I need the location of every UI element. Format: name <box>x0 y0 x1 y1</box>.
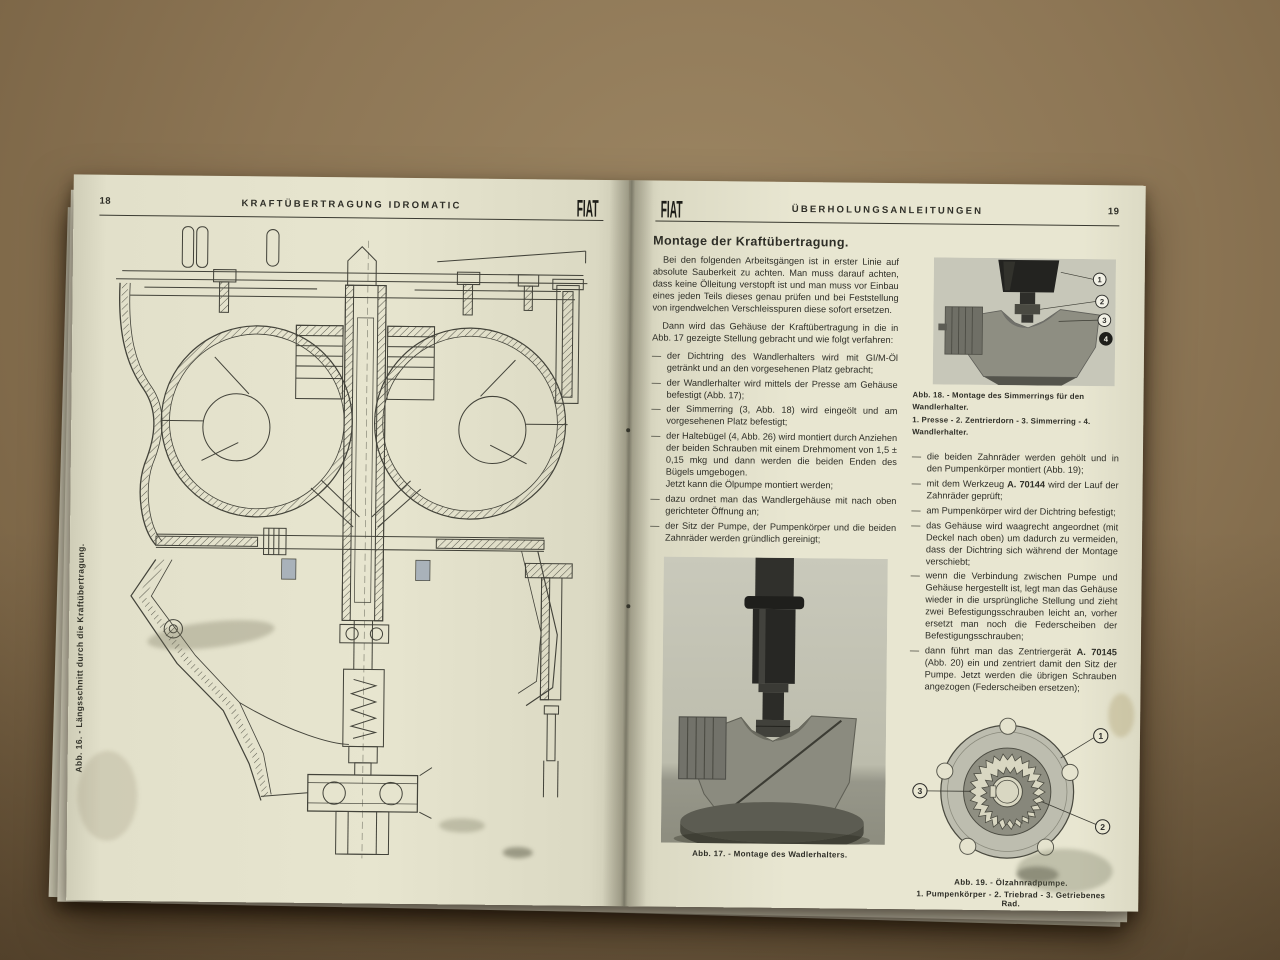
dash-marker: — <box>910 570 920 581</box>
dash-marker: — <box>909 645 920 656</box>
callout-2-icon <box>1094 819 1110 835</box>
svg-text:1: 1 <box>1098 275 1103 284</box>
right-page: FIAT ÜBERHOLUNGSANLEITUNGEN 19 Montage d… <box>622 180 1146 912</box>
left-page-header: 18 KRAFTÜBERTRAGUNG IDROMATIC FIAT <box>99 192 604 224</box>
list-item: — die beiden Zahnräder werden gehölt und… <box>911 451 1119 475</box>
dash-marker: — <box>911 477 921 489</box>
dash-marker: — <box>651 350 662 361</box>
fig16-cross-section-drawing <box>116 226 588 859</box>
list-item: — wenn die Verbindung zwischen Pumpe und… <box>910 570 1118 642</box>
svg-text:1: 1 <box>1098 731 1103 741</box>
section-title: Montage der Kraftübertragung. <box>653 233 849 250</box>
text-column-right: 1 2 3 4 Abb. 18. - Montage des Simmerrin… <box>907 257 1121 909</box>
right-page-header: FIAT ÜBERHOLUNGSANLEITUNGEN 19 <box>655 197 1120 227</box>
list-item: — mit dem Werkzeug A. 70144 wird der Lau… <box>911 477 1119 501</box>
dash-marker: — <box>651 403 661 415</box>
dash-marker: — <box>651 430 661 441</box>
fig17-photo <box>660 556 888 845</box>
right-page-body: Montage der Kraftübertragung. Bei den fo… <box>622 233 1145 909</box>
fig19-legend: 1. Pumpenkörper - 2. Triebrad - 3. Getri… <box>916 889 1106 909</box>
dash-marker: — <box>650 493 660 504</box>
list-item: — der Dichtring des Wandlerhalters wird … <box>651 350 899 375</box>
fig19-caption: Abb. 19. - Ölzahnradpumpe. <box>954 877 1068 888</box>
dash-marker: — <box>911 504 921 515</box>
running-title: KRAFTÜBERTRAGUNG IDROMATIC <box>241 198 462 212</box>
fig18-legend: 1. Presse - 2. Zentrierdorn - 3. Simmerr… <box>912 415 1091 438</box>
open-manual-book: 18 KRAFTÜBERTRAGUNG IDROMATIC FIAT <box>66 174 1146 912</box>
callout-3-icon <box>1097 313 1112 327</box>
running-title: ÜBERHOLUNGSANLEITUNGEN <box>791 203 984 217</box>
svg-text:3: 3 <box>917 786 922 796</box>
dash-marker: — <box>650 520 660 531</box>
callout-4-icon <box>1099 332 1113 346</box>
list-item: — der Sitz der Pumpe, der Pumpenkörper u… <box>650 520 897 545</box>
callout-3-icon <box>911 783 928 799</box>
list-item: — am Pumpenkörper wird der Dichtring bef… <box>911 504 1116 518</box>
staple <box>626 604 631 609</box>
fig17-caption: Abb. 17. - Montage des Wadlerhalters. <box>692 848 848 860</box>
text-column-left: Bei den folgenden Arbeitsgängen ist in e… <box>646 254 899 907</box>
dash-marker: — <box>911 451 922 462</box>
svg-text:2: 2 <box>1100 297 1104 306</box>
fig18-caption: Abb. 18. - Montage des Simmerrings für d… <box>912 390 1085 413</box>
dash-marker: — <box>651 377 661 388</box>
callout-1-icon <box>1092 272 1107 287</box>
paragraph: Bei den folgenden Arbeitsgängen ist in e… <box>652 254 900 315</box>
list-item: — dazu ordnet man das Wandlergehäuse mit… <box>650 493 897 517</box>
page-number: 19 <box>1107 206 1120 218</box>
paragraph: Dann wird das Gehäuse der Kraftübertragu… <box>652 320 899 345</box>
fig19-gear-pump-diagram: 1 2 3 <box>911 717 1110 859</box>
svg-text:2: 2 <box>1100 822 1105 832</box>
fiat-logo: FIAT <box>576 195 599 224</box>
list-item: — dann führt man das Zentriergerät A. 70… <box>909 645 1117 694</box>
list-item: — der Simmerring (3, Abb. 18) wird einge… <box>651 403 898 428</box>
callout-1-icon <box>1092 728 1108 744</box>
list-item: — der Haltebügel (4, Abb. 26) wird monti… <box>651 430 898 491</box>
staple <box>626 428 631 433</box>
list-item: — das Gehäuse wird waagrecht angeordnet … <box>911 519 1119 567</box>
svg-text:4: 4 <box>1104 335 1109 344</box>
callout-2-icon <box>1095 294 1109 309</box>
dash-marker: — <box>911 519 921 530</box>
fig18-photo: 1 2 3 4 <box>932 257 1116 387</box>
fig16-caption: Abb. 16. - Längsschnitt durch die Kraftü… <box>73 543 86 773</box>
list-item: — der Wandlerhalter wird mittels der Pre… <box>651 377 898 400</box>
svg-text:3: 3 <box>1102 316 1106 325</box>
left-page: 18 KRAFTÜBERTRAGUNG IDROMATIC FIAT <box>66 174 630 907</box>
drawing-lines <box>116 226 588 859</box>
